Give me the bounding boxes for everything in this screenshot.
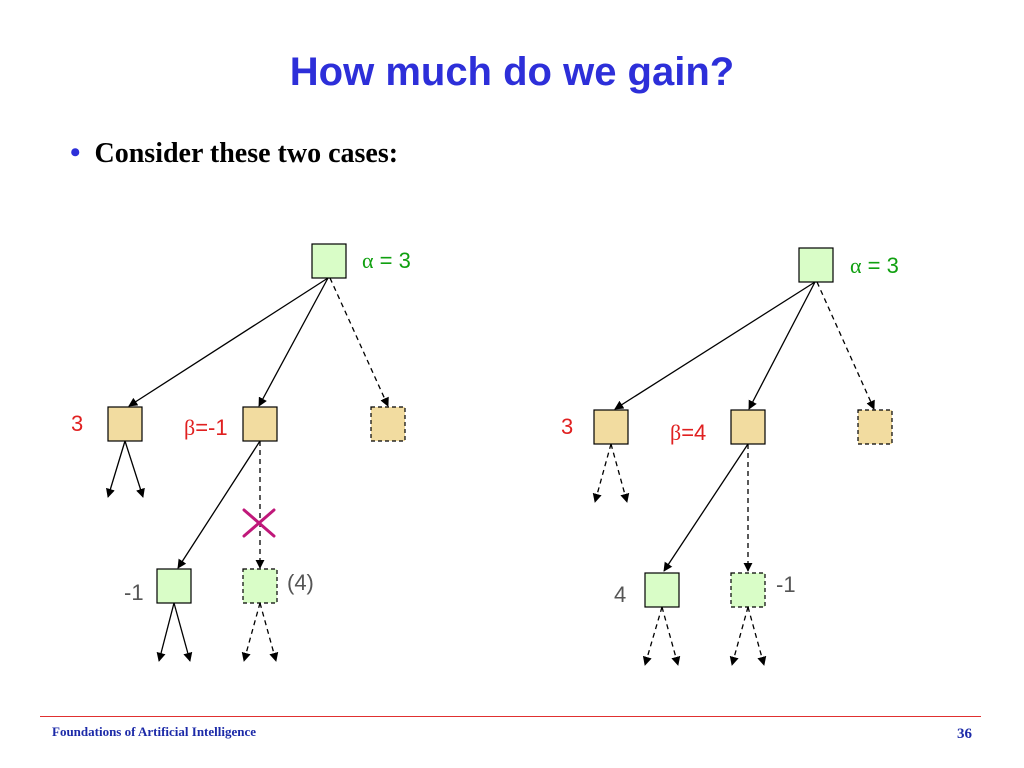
edge [614,281,816,410]
edge-dashed [592,443,612,503]
edge-dashed [642,606,663,666]
min-node-left [107,406,143,442]
edge [748,281,816,410]
min-node-pruned [857,409,893,445]
edge-dashed [329,277,389,407]
pruned-value-label: (4) [287,570,314,595]
edge [258,277,329,407]
child-value-label: -1 [124,580,144,605]
edge-dashed [241,602,261,662]
max-leaf-node [156,568,192,604]
bullet-item: • Consider these two cases: [70,136,398,170]
slide-title: How much do we gain? [289,50,735,94]
max-root-node [311,243,347,279]
min-node-pruned [370,406,406,442]
edge [173,602,193,662]
edge-dashed [729,606,749,666]
alpha-label: α = 3 [362,248,411,273]
left-tree: α = 3 3 β=-1 -1 (4) [71,243,411,662]
edge [106,440,126,498]
edge-dashed [816,281,875,410]
max-leaf-node-pruned [242,568,278,604]
alpha-label: α = 3 [850,253,899,278]
min-node-left [593,409,629,445]
page-number: 36 [957,726,972,742]
bullet-dot-icon: • [70,136,81,169]
max-leaf-node-dashed [730,572,766,608]
edge-dashed [610,443,630,503]
edge [156,602,175,662]
prune-cross-icon [242,508,276,538]
leaf-value-label: 3 [561,414,573,439]
child-value-label: 4 [614,582,626,607]
edge-dashed [661,606,681,666]
edge [124,440,145,498]
right-tree: α = 3 3 β=4 4 -1 [561,247,899,666]
edge-dashed [747,606,767,666]
beta-label: β=4 [670,420,706,445]
edge [128,277,329,407]
min-node-middle [730,409,766,445]
leaf-value-label: 3 [71,411,83,436]
edge-dashed [259,602,279,662]
edge [177,440,261,569]
child-value-label: -1 [776,572,796,597]
bullet-text: Consider these two cases: [94,138,399,169]
max-root-node [798,247,834,283]
max-leaf-node [644,572,680,608]
right-tree-edges [592,281,875,666]
footer-course-title: Foundations of Artificial Intelligence [52,724,257,739]
edge [663,443,749,572]
beta-label: β=-1 [184,415,228,440]
left-tree-edges [106,277,389,662]
min-node-middle [242,406,278,442]
footer-divider [40,716,981,717]
